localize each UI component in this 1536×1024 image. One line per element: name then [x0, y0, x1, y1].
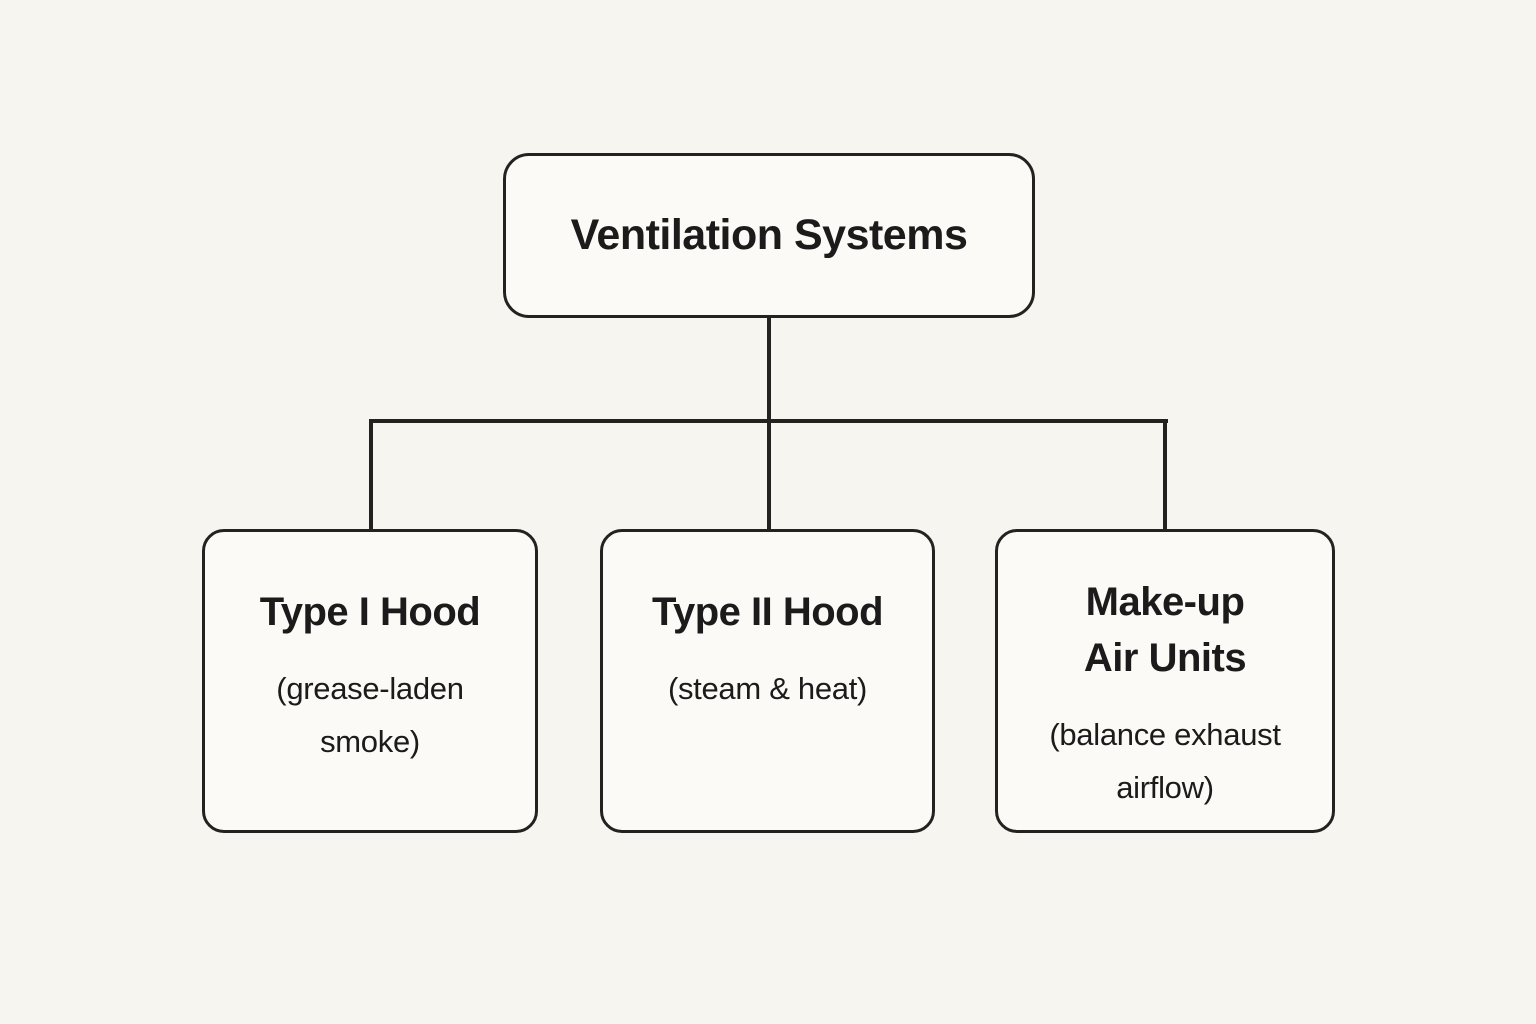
- child-node-type-1-hood: Type I Hood (grease-laden smoke): [202, 529, 538, 833]
- child-node-subtitle: (balance exhaust airflow): [1049, 717, 1281, 805]
- child-node-subtitle: (grease-laden smoke): [276, 671, 464, 759]
- child-node-type-2-hood: Type II Hood (steam & heat): [600, 529, 935, 833]
- child-node-make-up-air-units: Make-up Air Units (balance exhaust airfl…: [995, 529, 1335, 833]
- child-node-title: Type I Hood: [259, 590, 481, 634]
- connector-drop-left: [369, 419, 373, 532]
- connector-stem: [767, 316, 771, 532]
- connector-drop-right: [1163, 419, 1167, 532]
- child-node-title: Type II Hood: [651, 590, 884, 634]
- root-node-label: Ventilation Systems: [570, 211, 968, 259]
- root-node-ventilation-systems: Ventilation Systems: [503, 153, 1035, 318]
- child-node-title: Make-up Air Units: [1083, 580, 1247, 680]
- connector-horizontal-bar: [369, 419, 1168, 423]
- child-node-subtitle: (steam & heat): [667, 671, 868, 706]
